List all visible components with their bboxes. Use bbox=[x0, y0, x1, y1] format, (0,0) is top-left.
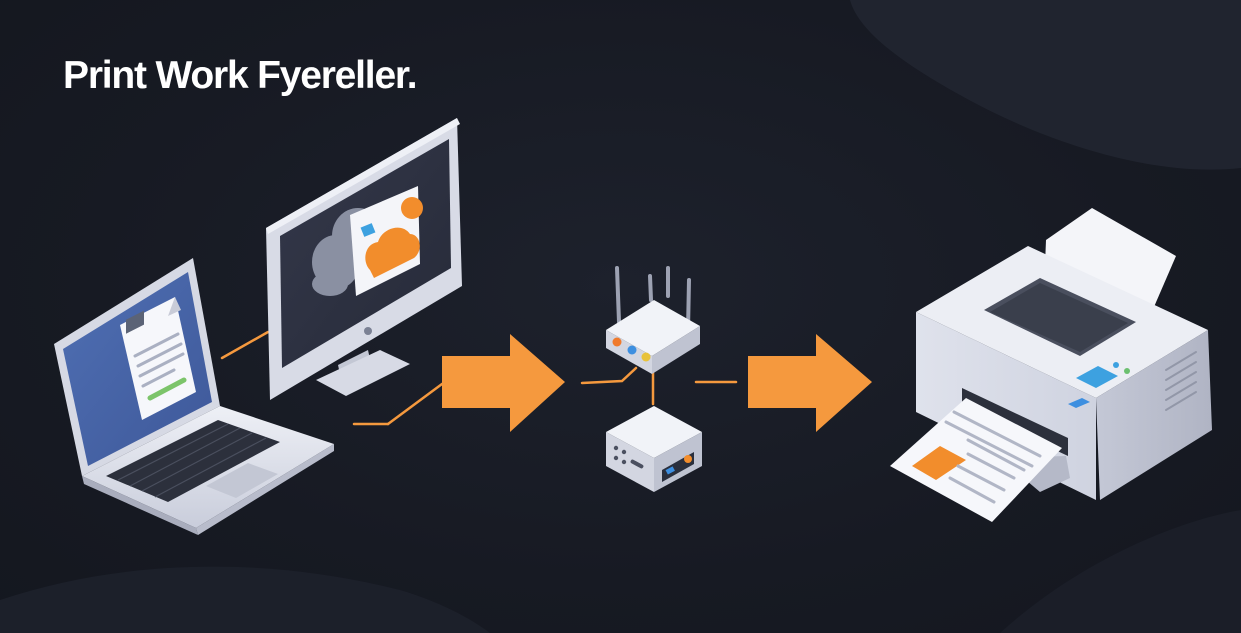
arrow-right-icon bbox=[442, 334, 565, 432]
server-icon bbox=[606, 406, 702, 492]
status-light-icon bbox=[627, 345, 637, 355]
diagram-title: Print Work Fyereller. bbox=[63, 54, 418, 97]
printer-screen bbox=[1076, 366, 1118, 388]
image-card-icon bbox=[350, 186, 423, 296]
printed-page bbox=[890, 398, 1062, 522]
document-icon bbox=[120, 297, 196, 420]
laptop-trackpad bbox=[206, 463, 278, 498]
arrow-right-icon bbox=[748, 334, 872, 432]
laptop-icon bbox=[54, 258, 334, 535]
connection-lines bbox=[220, 330, 738, 426]
power-button-icon bbox=[364, 327, 372, 335]
desktop-monitor-icon bbox=[266, 118, 462, 400]
status-light-icon bbox=[641, 352, 651, 362]
printer-icon bbox=[890, 208, 1212, 522]
router-icon bbox=[606, 266, 700, 374]
status-light-icon bbox=[612, 337, 622, 347]
